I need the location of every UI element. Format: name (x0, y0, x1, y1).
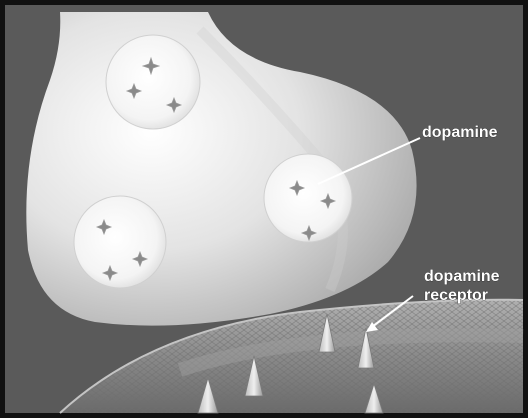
receptor-label-line1: dopamine (424, 268, 500, 285)
vesicle-top (106, 35, 200, 129)
receptor-label-line2: receptor (424, 287, 488, 304)
dopamine-label: dopamine (422, 124, 498, 141)
vesicle-bottom-left (74, 196, 166, 288)
